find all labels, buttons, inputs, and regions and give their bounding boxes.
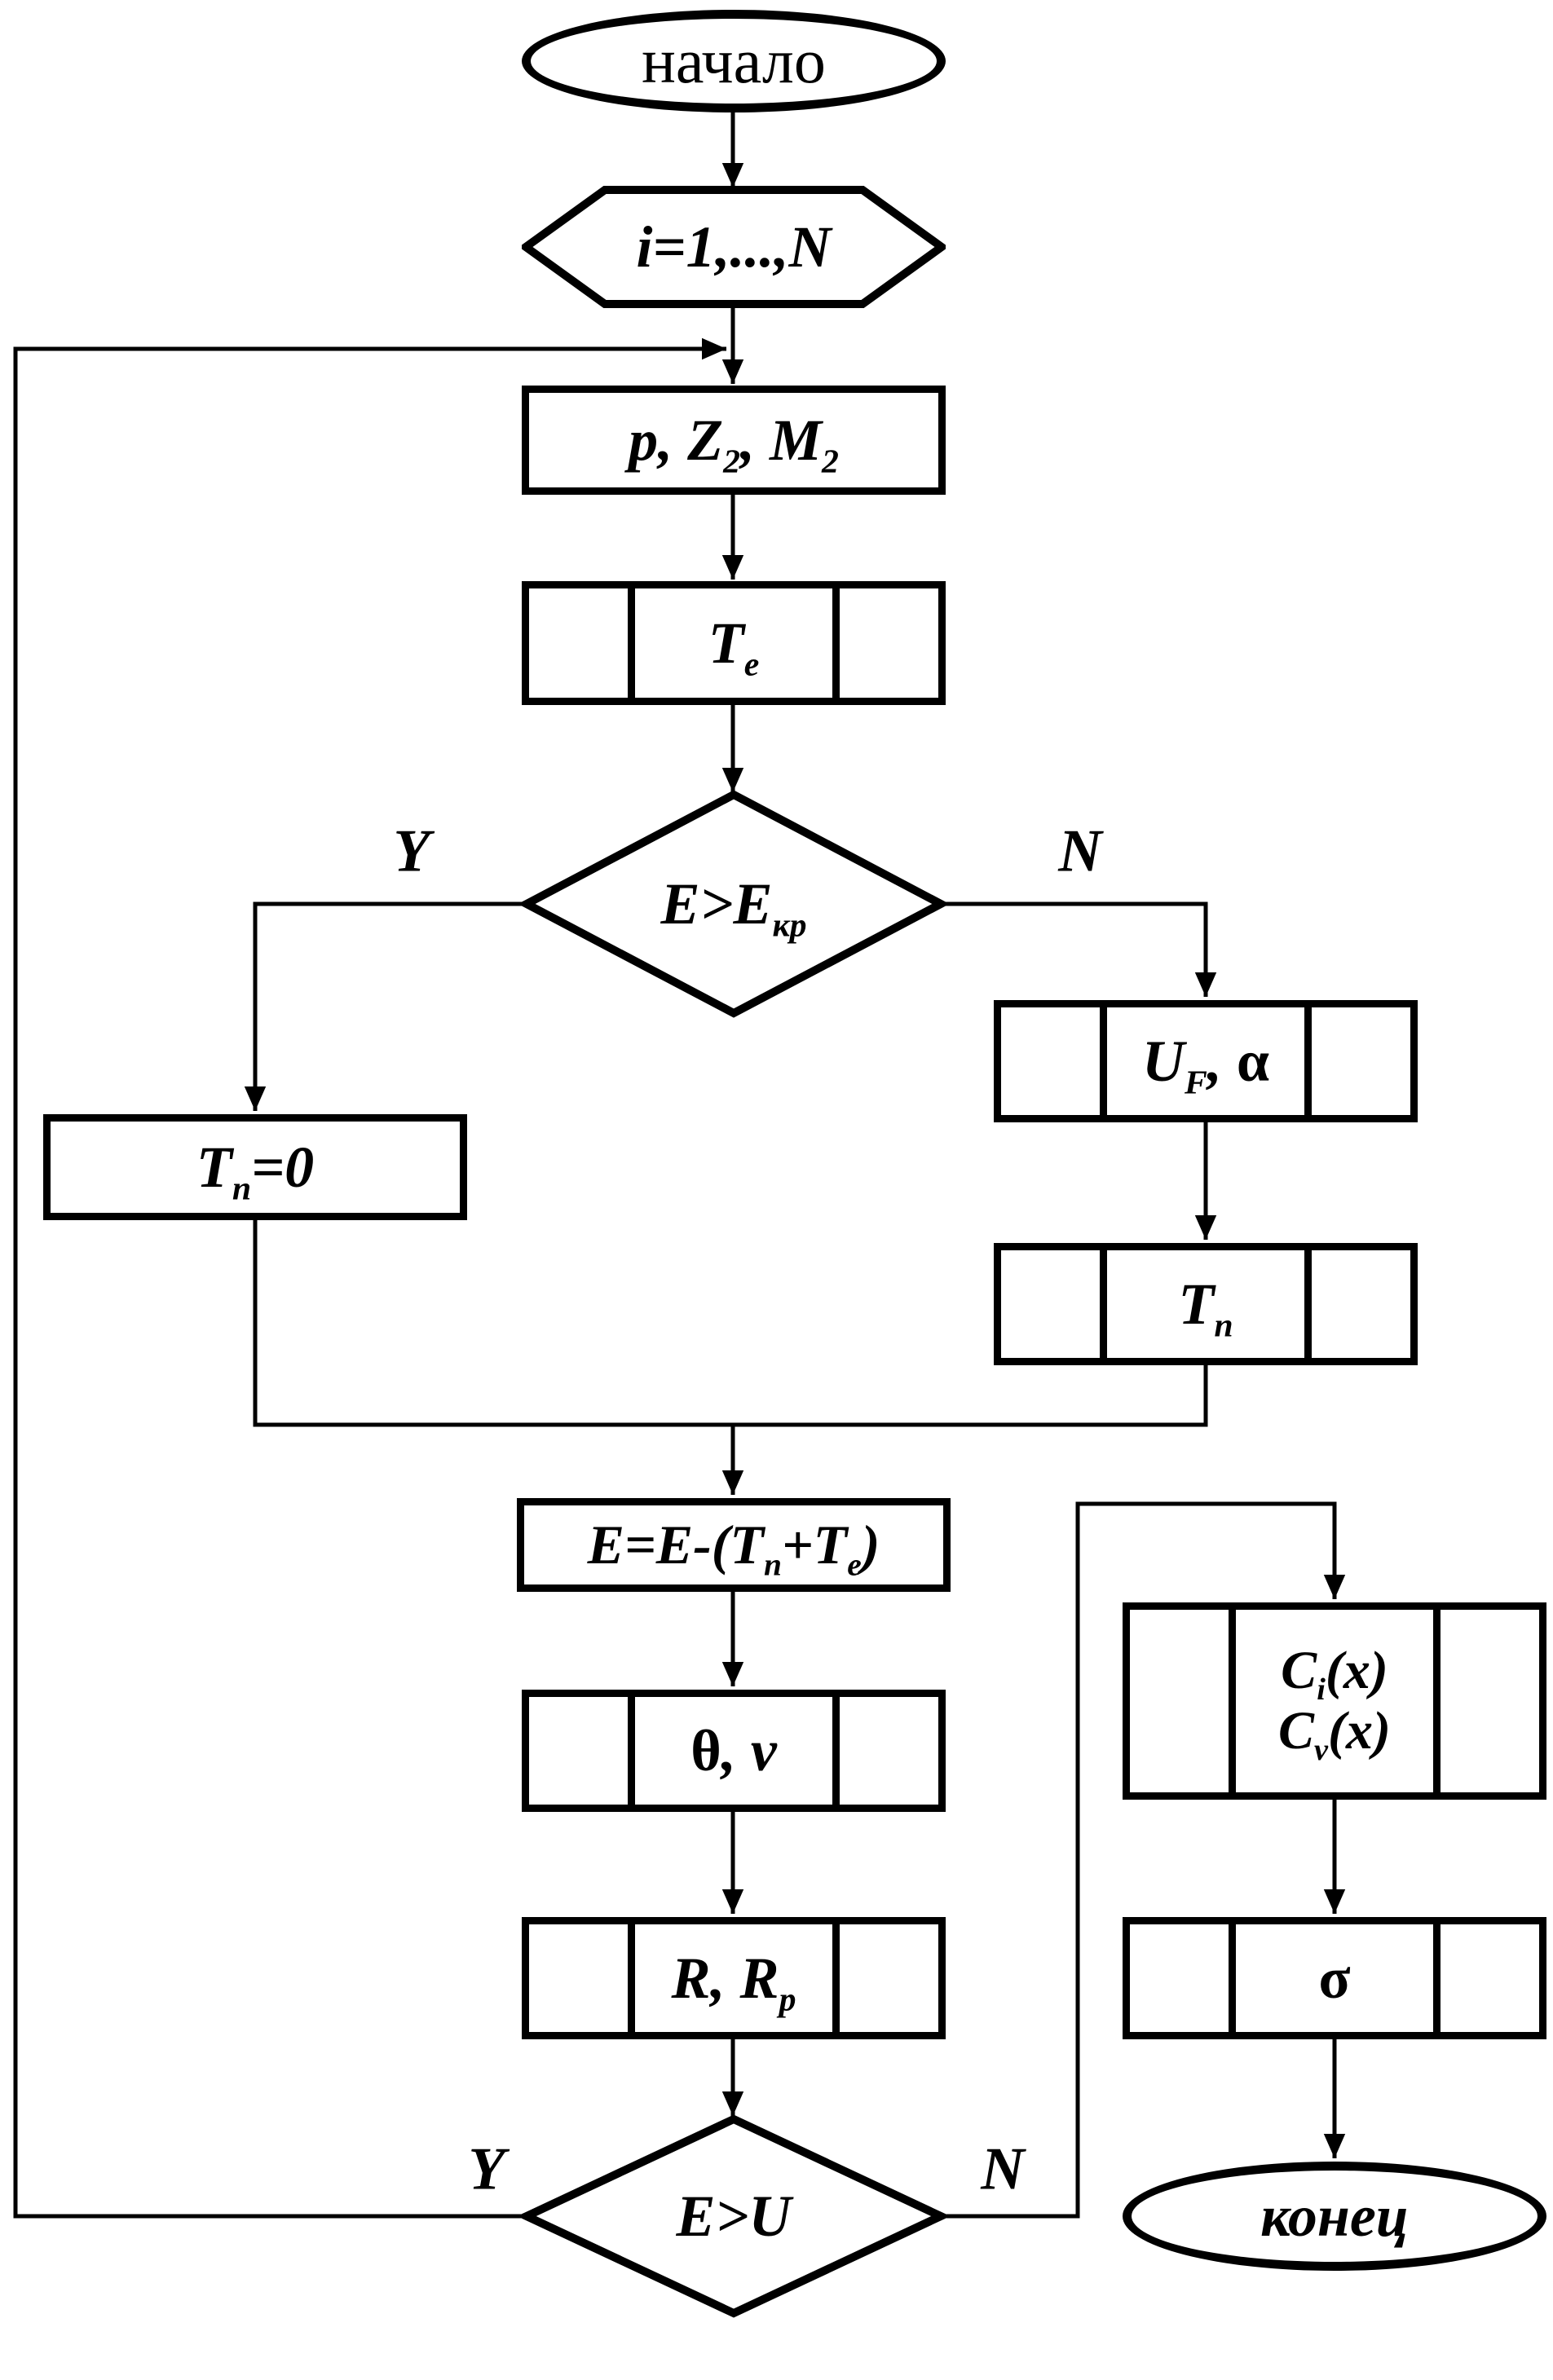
process-te: Te xyxy=(522,581,946,705)
process-theta-v: θ, v xyxy=(522,1690,946,1812)
predefined-left-bar xyxy=(1100,1007,1107,1115)
end-label: конец xyxy=(1260,2183,1409,2249)
end-terminal: конец xyxy=(1123,2162,1546,2271)
predefined-left-bar xyxy=(628,1924,635,2032)
input-label: p, Z2, M2 xyxy=(629,407,839,481)
predefined-right-bar xyxy=(1304,1007,1312,1115)
edge-decision-yes-to-tnzero xyxy=(244,901,527,1111)
predefined-right-bar xyxy=(1433,1924,1440,2032)
r-rp-label: R, Rp xyxy=(671,1945,796,2019)
input-block: p, Z2, M2 xyxy=(522,386,946,495)
predefined-right-bar xyxy=(832,1697,840,1805)
decision-u-label: E>U xyxy=(676,2183,792,2249)
predefined-right-bar xyxy=(1304,1250,1312,1358)
process-uf-alpha: UF, α xyxy=(994,1000,1418,1122)
sigma-label: σ xyxy=(1318,1945,1351,2011)
predefined-right-bar xyxy=(832,1924,840,2032)
predefined-left-bar xyxy=(628,1697,635,1805)
diamond-shape xyxy=(522,790,946,1018)
ci-cv-label: Ci(x)Cv(x) xyxy=(1278,1641,1391,1768)
edge-decision-no-to-uf xyxy=(939,901,1217,997)
decision-e-u: E>U xyxy=(522,2114,946,2318)
ci-line: Ci(x) xyxy=(1281,1641,1388,1708)
decision-u-no-label: N xyxy=(981,2135,1025,2203)
predefined-left-bar xyxy=(1229,1924,1236,2032)
process-tn-zero: Tn=0 xyxy=(43,1114,467,1220)
hexagon-shape xyxy=(522,186,946,308)
edge-tn-to-merge xyxy=(730,1365,1208,1427)
process-sigma: σ xyxy=(1123,1917,1546,2039)
predefined-right-bar xyxy=(1433,1610,1440,1792)
predefined-left-bar xyxy=(1229,1610,1236,1792)
process-r-rp: R, Rp xyxy=(522,1917,946,2039)
edge-eu-no-to-c xyxy=(938,1501,1346,2219)
update-label: E=E-(Tn+Te) xyxy=(587,1514,880,1584)
uf-label: UF, α xyxy=(1141,1028,1270,1102)
process-ci-cv: Ci(x)Cv(x) xyxy=(1123,1602,1546,1800)
predefined-left-bar xyxy=(1100,1250,1107,1358)
process-tn: Tn xyxy=(994,1243,1418,1365)
process-update-e: E=E-(Tn+Te) xyxy=(517,1498,951,1592)
decision-e-label: E>Eкр xyxy=(660,870,807,945)
tn-zero-label: Tn=0 xyxy=(196,1134,315,1208)
predefined-left-bar xyxy=(628,588,635,698)
predefined-right-bar xyxy=(832,588,840,698)
decision-e-yes-label: Y xyxy=(393,818,430,885)
loop-hexagon: i=1,...,N xyxy=(522,186,946,308)
diamond-shape xyxy=(522,2114,946,2318)
edge-tnzero-to-merge xyxy=(253,1220,735,1427)
start-terminal: начало xyxy=(522,10,946,112)
edge-eu-yes-loopback xyxy=(13,337,726,2219)
loop-label: i=1,...,N xyxy=(636,214,832,280)
decision-e-ekr: E>Eкр xyxy=(522,790,946,1018)
theta-v-label: θ, v xyxy=(690,1717,777,1783)
cv-line: Cv(x) xyxy=(1278,1701,1391,1768)
start-label: начало xyxy=(642,25,826,97)
decision-u-yes-label: Y xyxy=(468,2135,505,2203)
decision-e-no-label: N xyxy=(1058,818,1102,885)
te-label: Te xyxy=(708,610,760,684)
tn-label: Tn xyxy=(1178,1271,1233,1345)
